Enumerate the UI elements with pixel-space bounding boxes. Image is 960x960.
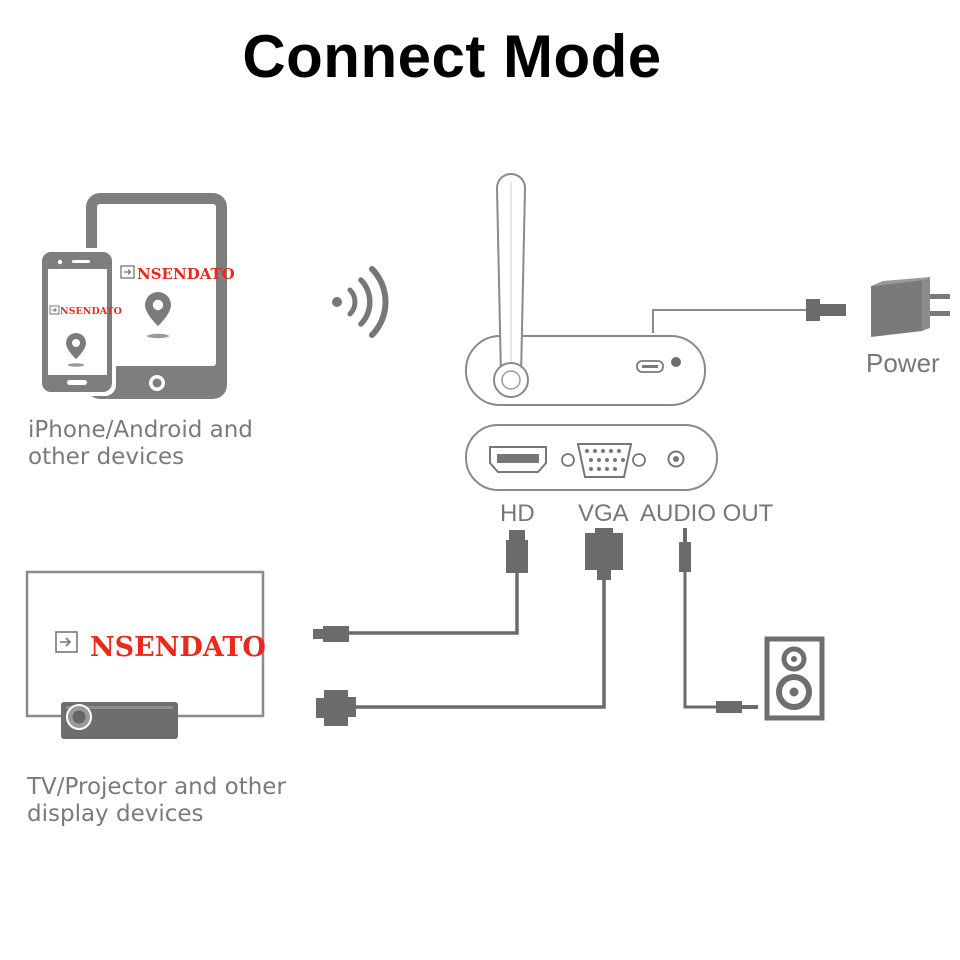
wifi-signal-icon [332,266,389,338]
cast-icon [55,631,78,653]
phone-device: NSENDATO [38,248,122,396]
location-pin-icon [145,292,171,339]
tv-brand-text: NSENDATO [90,632,266,663]
source-devices-label: iPhone/Android and other devices [28,417,253,470]
audio-out-port-label: AUDIO OUT [640,500,774,527]
tablet-brand-text: NSENDATO [137,265,235,283]
hdmi-cable [313,530,528,642]
tv-display-device: NSENDATO [25,570,266,718]
cast-icon [120,265,135,279]
hdmi-port [489,446,547,473]
hd-port-label: HD [500,500,535,527]
display-devices-label: TV/Projector and other display devices [27,774,286,827]
power-adapter-icon [871,277,950,337]
receiver-device [465,173,706,406]
location-pin-icon [66,333,86,367]
audio-cable [679,528,758,713]
antenna [493,173,529,398]
vga-cable [316,528,623,726]
tablet-device: NSENDATO [86,193,235,399]
cast-icon [49,305,60,315]
projector-device [61,702,178,739]
power-cable [652,299,846,333]
page-title: Connect Mode [242,23,662,90]
phone-brand-text: NSENDATO [60,306,122,317]
vga-port [561,443,646,478]
power-label: Power [866,348,940,378]
speaker-icon [764,636,825,721]
output-adapter [465,424,718,491]
audio-port [667,450,685,468]
vga-port-label: VGA [578,500,629,527]
